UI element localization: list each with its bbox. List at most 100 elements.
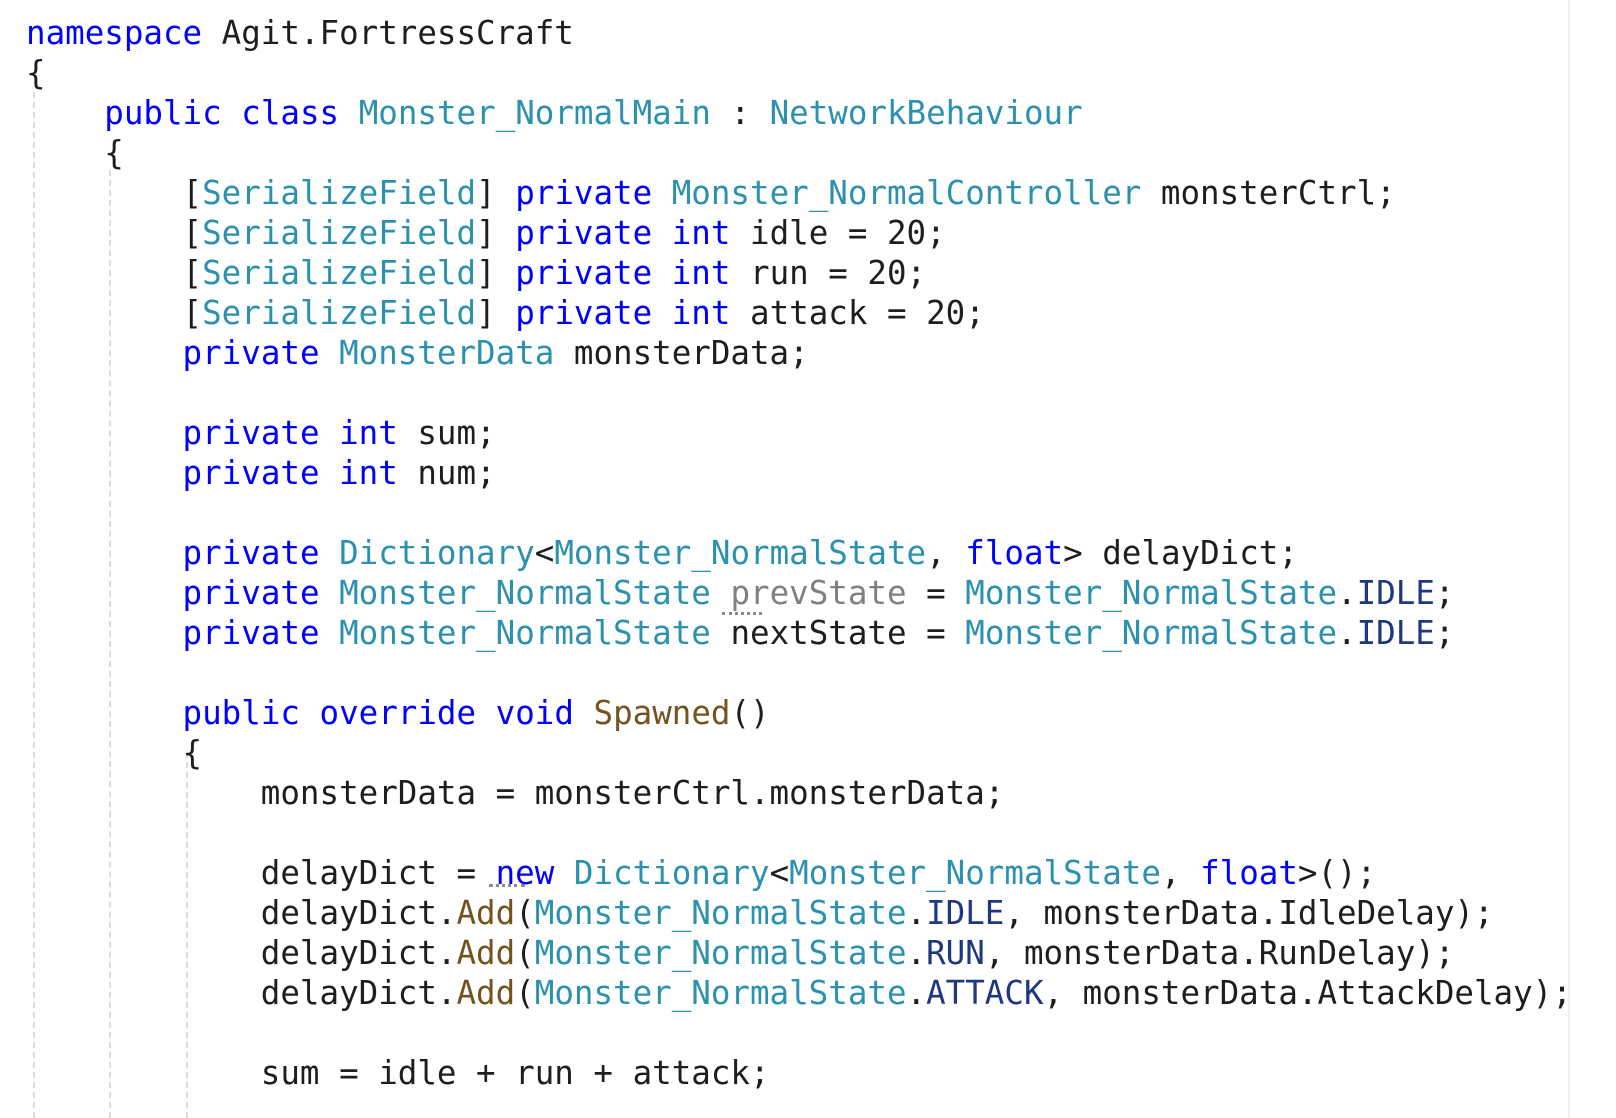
code-token: SerializeField xyxy=(202,294,477,332)
code-line[interactable]: { xyxy=(26,733,203,773)
code-line[interactable]: private int sum; xyxy=(26,413,496,453)
code-token: float xyxy=(1200,854,1298,892)
code-token: namespace xyxy=(26,14,203,52)
code-token: class xyxy=(241,94,340,132)
code-token: >(); xyxy=(1297,854,1377,892)
code-token: Monster_NormalState xyxy=(789,854,1161,892)
code-token: [ xyxy=(26,174,203,212)
code-token: { xyxy=(26,734,203,772)
code-token: Monster_NormalState xyxy=(534,894,907,932)
code-token: Monster_NormalState xyxy=(965,614,1338,652)
code-token: Monster_NormalMain xyxy=(358,94,711,132)
code-token: private xyxy=(515,294,653,332)
code-line[interactable]: public override void Spawned() xyxy=(26,693,770,733)
code-token: Monster_NormalState xyxy=(554,534,927,572)
code-token: . xyxy=(906,934,927,972)
code-token: Dictionary xyxy=(573,854,770,892)
code-line[interactable]: [SerializeField] private Monster_NormalC… xyxy=(26,173,1396,213)
code-token xyxy=(652,254,672,292)
code-token: IDLE xyxy=(1356,614,1435,652)
code-line[interactable]: delayDict = new Dictionary<Monster_Norma… xyxy=(26,853,1376,893)
code-line[interactable]: private Monster_NormalState prevState = … xyxy=(26,573,1455,613)
code-token xyxy=(26,534,183,572)
code-line[interactable]: [SerializeField] private int attack = 20… xyxy=(26,293,985,333)
code-token: monsterData; xyxy=(554,334,809,372)
code-token: Add xyxy=(456,894,516,932)
code-token: = xyxy=(906,574,966,612)
code-token xyxy=(26,574,183,612)
code-token: , monsterData.RunDelay); xyxy=(984,934,1455,972)
code-line[interactable]: { xyxy=(26,133,124,173)
code-token: monsterData = monsterCtrl.monsterData; xyxy=(26,774,1005,812)
code-token: { xyxy=(26,54,46,92)
code-token: . xyxy=(1337,614,1357,652)
code-token: Monster_NormalState xyxy=(339,574,711,612)
code-token: num; xyxy=(397,454,496,492)
code-token: private xyxy=(182,414,320,452)
code-token: public xyxy=(182,694,300,732)
code-line[interactable]: private Dictionary<Monster_NormalState, … xyxy=(26,533,1298,573)
code-token: { xyxy=(26,134,124,172)
code-line[interactable]: public class Monster_NormalMain : Networ… xyxy=(26,93,1082,133)
code-token xyxy=(320,534,340,572)
code-token: Spawned xyxy=(593,694,731,732)
code-token xyxy=(652,214,672,252)
code-token: int xyxy=(339,454,398,492)
code-token: int xyxy=(671,254,731,292)
code-token: Add xyxy=(456,934,516,972)
code-token: , monsterData.IdleDelay); xyxy=(1004,894,1494,932)
code-line[interactable]: private int num; xyxy=(26,453,496,493)
code-token: ATTACK xyxy=(926,974,1044,1012)
code-token: SerializeField xyxy=(202,254,477,292)
code-token: attack = 20; xyxy=(730,294,985,332)
code-token: private xyxy=(515,254,653,292)
code-token xyxy=(26,614,183,652)
code-token: delayDict = xyxy=(26,854,496,892)
code-line[interactable]: private MonsterData monsterData; xyxy=(26,333,809,373)
code-token: , xyxy=(1160,854,1201,892)
code-token: int xyxy=(339,414,398,452)
code-token xyxy=(320,574,340,612)
code-token: ] xyxy=(476,214,516,252)
code-line[interactable]: { xyxy=(26,53,46,93)
code-token: monsterCtrl; xyxy=(1141,174,1396,212)
code-token: sum; xyxy=(397,414,496,452)
code-line[interactable]: [SerializeField] private int run = 20; xyxy=(26,253,927,293)
code-token: Dictionary xyxy=(339,534,535,572)
code-line[interactable]: private Monster_NormalState nextState = … xyxy=(26,613,1455,653)
indent-guide-class xyxy=(109,170,111,1118)
code-line[interactable]: delayDict.Add(Monster_NormalState.IDLE, … xyxy=(26,893,1494,933)
code-token: private xyxy=(182,614,320,652)
code-line[interactable]: delayDict.Add(Monster_NormalState.ATTACK… xyxy=(26,973,1572,1013)
code-token: Monster_NormalState xyxy=(534,974,907,1012)
code-token xyxy=(554,854,574,892)
code-line[interactable]: monsterData = monsterCtrl.monsterData; xyxy=(26,773,1005,813)
code-token xyxy=(652,174,672,212)
code-token: Monster_NormalState xyxy=(339,614,711,652)
code-token xyxy=(574,694,594,732)
code-token: Monster_NormalController xyxy=(671,174,1142,212)
code-token: . xyxy=(1337,574,1357,612)
code-token: Agit.FortressCraft xyxy=(202,14,574,52)
code-token: run = 20; xyxy=(730,254,927,292)
code-line[interactable]: sum = idle + run + attack; xyxy=(26,1053,770,1093)
code-token: IDLE xyxy=(926,894,1005,932)
indent-guide-namespace xyxy=(33,92,35,1118)
code-token: float xyxy=(965,534,1064,572)
code-token xyxy=(476,694,496,732)
code-token: Add xyxy=(456,974,516,1012)
code-token: int xyxy=(671,294,731,332)
code-token xyxy=(339,94,359,132)
code-token xyxy=(711,574,731,612)
code-token: nextState = xyxy=(710,614,966,652)
code-token xyxy=(26,694,183,732)
code-token: ] xyxy=(476,254,516,292)
code-token xyxy=(320,614,340,652)
code-token: sum = idle + run + attack; xyxy=(26,1054,770,1092)
code-token: RUN xyxy=(926,934,985,972)
code-token: void xyxy=(495,694,574,732)
code-line[interactable]: [SerializeField] private int idle = 20; xyxy=(26,213,946,253)
code-line[interactable]: namespace Agit.FortressCraft xyxy=(26,13,574,53)
code-line[interactable]: delayDict.Add(Monster_NormalState.RUN, m… xyxy=(26,933,1455,973)
